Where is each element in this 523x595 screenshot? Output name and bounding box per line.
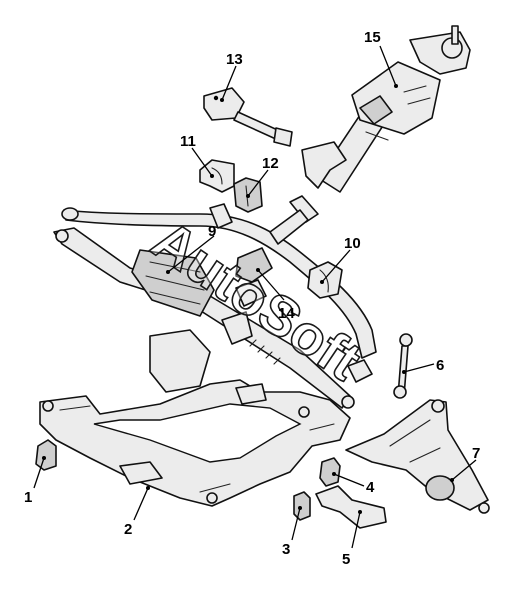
callout-15: 15: [364, 29, 381, 46]
steering-column: [301, 25, 471, 193]
leader-lines: [33, 45, 477, 549]
callout-10: 10: [344, 235, 361, 252]
stabilizer-bar: [61, 203, 377, 383]
callout-7: 7: [472, 445, 480, 462]
callout-2: 2: [124, 521, 132, 538]
callout-12: 12: [262, 155, 279, 172]
stabilizer-bushing: [307, 261, 343, 299]
intermediate-shaft: [203, 87, 293, 147]
subframe: [39, 329, 351, 507]
callout-3: 3: [282, 541, 290, 558]
callout-6: 6: [436, 357, 444, 374]
bracket: [315, 485, 387, 529]
callout-5: 5: [342, 551, 350, 568]
steering-rack: [53, 227, 355, 409]
callout-4: 4: [366, 479, 375, 496]
control-arm-bushing: [319, 457, 341, 487]
callouts: 1 2 3 4 5 6 7 9 10 11 12 13 14 15: [24, 29, 480, 568]
callout-14: 14: [278, 305, 295, 322]
mount-bushing-1: [35, 439, 57, 471]
callout-13: 13: [226, 51, 243, 68]
stabilizer-link: [393, 333, 413, 399]
lower-control-arm: [345, 399, 490, 514]
mount-bushing-3: [293, 491, 311, 521]
callout-11: 11: [180, 133, 196, 150]
steering-shaft-coupling: [235, 195, 319, 307]
bushing-clamp: [199, 159, 235, 193]
callout-1: 1: [24, 489, 32, 506]
callout-9: 9: [208, 223, 216, 240]
